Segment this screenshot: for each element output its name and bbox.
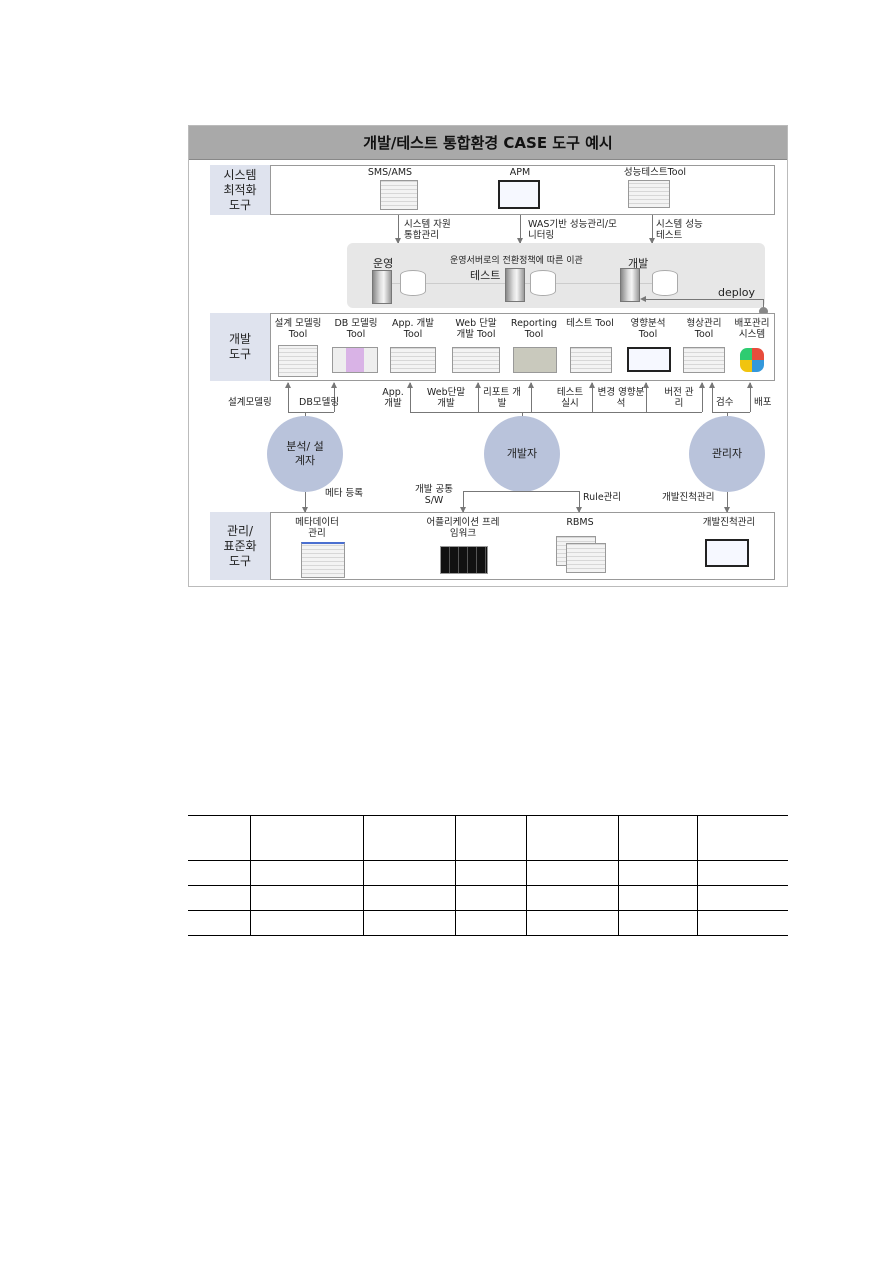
arrow-up	[709, 382, 715, 412]
actor-manager: 관리자	[689, 416, 765, 492]
tool-label: 배포관리 시스템	[734, 318, 770, 340]
tool-label: RBMS	[566, 517, 594, 528]
database-icon	[400, 270, 426, 296]
tool-thumbnail	[452, 347, 500, 373]
arrow-label: 메타 등록	[325, 488, 363, 499]
tool-label: 개발진척관리	[702, 517, 756, 528]
arrow-down	[460, 491, 466, 513]
arrow-label: Web단말 개발	[426, 387, 466, 409]
tool-label: App. 개발 Tool	[391, 318, 435, 340]
tool-thumbnail	[513, 347, 557, 373]
arrow-up	[475, 382, 481, 412]
arrow-down	[395, 215, 401, 244]
dev-server-label: 개발	[628, 257, 649, 270]
sms-thumbnail	[380, 180, 418, 210]
ops-label: 운영	[373, 257, 394, 270]
arrow-label: 개발진척관리	[662, 492, 715, 503]
test-label: 테스트	[470, 269, 501, 282]
arrow-up	[285, 382, 291, 412]
arrow-label: WAS기반 성능관리/모니터링	[528, 219, 617, 241]
table-row	[188, 885, 788, 911]
arrow-down	[517, 215, 523, 244]
tool-thumbnail	[683, 347, 725, 373]
diagram-title: 개발/테스트 통합환경 CASE 도구 예시	[189, 126, 787, 160]
row-label-optimization: 시스템 최적화 도구	[210, 165, 270, 215]
bracket	[410, 412, 702, 413]
deploy-line	[763, 299, 764, 311]
deploy-node-icon	[759, 307, 768, 316]
arrow-up	[747, 382, 753, 412]
arrow-label: 버전 관리	[664, 387, 694, 409]
arrow-label: 설계모델링	[228, 397, 272, 408]
deploy-label: deploy	[718, 286, 756, 299]
arrow-label: App. 개발	[382, 387, 404, 409]
actor-developer: 개발자	[484, 416, 560, 492]
tool-thumbnail	[705, 539, 749, 567]
tool-label: 어플리케이션 프레임워크	[426, 517, 500, 539]
deploy-system-icon	[740, 348, 764, 372]
arrow-label: 리포트 개발	[483, 387, 521, 409]
table-row	[188, 860, 788, 886]
tool-thumbnail	[570, 347, 612, 373]
perf-thumbnail	[628, 180, 670, 208]
database-icon	[530, 270, 556, 296]
tool-thumbnail	[440, 546, 488, 574]
arrow-down	[576, 491, 582, 513]
table-row	[188, 910, 788, 936]
arrow-label: 시스템 자원 통합관리	[404, 219, 451, 241]
database-icon	[652, 270, 678, 296]
tool-label: DB 모델링 Tool	[334, 318, 378, 340]
deploy-line	[642, 299, 764, 300]
arrow-label: 검수	[716, 397, 734, 408]
tool-label: 성능테스트Tool	[623, 167, 687, 178]
bracket	[288, 412, 334, 413]
row-label-dev: 개발 도구	[210, 313, 270, 381]
arrow-label: 시스템 성능 테스트	[656, 219, 703, 241]
actor-analyst: 분석/ 설계자	[267, 416, 343, 492]
arrow-label: DB모델링	[299, 397, 340, 408]
arrow-label: 개발 공통S/W	[415, 484, 453, 506]
tool-thumbnail	[301, 542, 345, 578]
migration-label: 운영서버로의 전환정책에 따른 이관	[450, 256, 583, 266]
tool-label: 영향분석 Tool	[630, 318, 666, 340]
arrow-label: 배포	[754, 397, 772, 408]
bracket	[463, 491, 579, 492]
tool-thumbnail	[390, 347, 436, 373]
arrow-label: Rule관리	[583, 492, 622, 503]
server-icon	[372, 270, 392, 304]
server-icon	[620, 268, 640, 302]
arrow-down	[649, 215, 655, 244]
empty-table	[188, 815, 788, 936]
row-label-mgmt: 관리/ 표준화 도구	[210, 512, 270, 580]
tool-label: 형상관리 Tool	[686, 318, 722, 340]
apm-thumbnail	[498, 180, 540, 209]
tool-label: 메타데이터 관리	[295, 517, 339, 539]
tool-thumbnail	[566, 543, 606, 573]
mgmt-tools-box	[270, 512, 775, 580]
tool-thumbnail	[332, 347, 378, 373]
arrow-up	[643, 382, 649, 412]
bracket	[712, 412, 750, 413]
arrow-up	[699, 382, 705, 412]
arrow-up	[589, 382, 595, 412]
arrow-left-icon	[640, 296, 646, 302]
tool-label: APM	[509, 167, 531, 178]
server-icon	[505, 268, 525, 302]
arrow-label: 변경 영향분석	[597, 387, 645, 409]
table-row	[188, 815, 788, 861]
server-link	[390, 283, 660, 284]
tool-label: Reporting Tool	[510, 318, 558, 340]
arrow-label: 테스트 실시	[556, 387, 584, 409]
tool-label: 테스트 Tool	[566, 318, 614, 329]
tool-thumbnail	[627, 347, 671, 372]
arrow-up	[331, 382, 337, 412]
tool-label: SMS/AMS	[367, 167, 413, 178]
arrow-up	[528, 382, 534, 412]
arrow-down	[724, 492, 730, 513]
tool-label: 설계 모델링 Tool	[274, 318, 322, 340]
arrow-down	[302, 492, 308, 513]
arrow-up	[407, 382, 413, 412]
tool-label: Web 단말 개발 Tool	[455, 318, 497, 340]
tool-thumbnail	[278, 345, 318, 377]
